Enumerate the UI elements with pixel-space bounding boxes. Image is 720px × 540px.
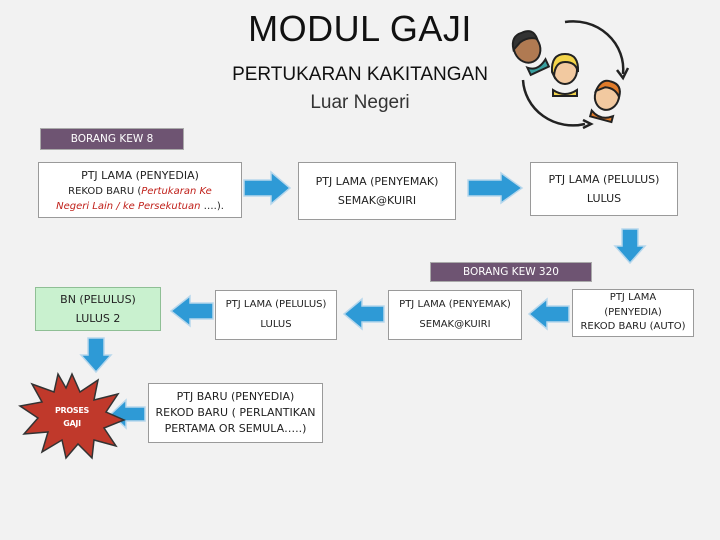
box-ptj-baru-penyedia: PTJ BARU (PENYEDIA) REKOD BARU ( PERLANT… bbox=[148, 383, 323, 443]
box-ptj-lama-penyedia-auto: PTJ LAMA (PENYEDIA) REKOD BARU (AUTO) bbox=[572, 289, 694, 337]
arrow-left-icon bbox=[169, 294, 214, 328]
box-line: SEMAK@KUIRI bbox=[337, 194, 417, 207]
box-line: SEMAK@KUIRI bbox=[419, 319, 491, 330]
page-subtitle: PERTUKARAN KAKITANGAN bbox=[232, 64, 488, 85]
arrow-left-icon bbox=[342, 297, 385, 331]
burst-line: GAJI bbox=[63, 418, 81, 428]
box-line: REKOD BARU (AUTO) bbox=[580, 321, 686, 333]
arrow-left-icon bbox=[527, 297, 570, 331]
tag-borang-kew320: BORANG KEW 320 bbox=[430, 262, 592, 282]
box-line: PERTAMA OR SEMULA…..) bbox=[164, 421, 307, 435]
arrow-down-icon bbox=[79, 337, 113, 374]
box-line: LULUS bbox=[586, 192, 622, 205]
box-line: REKOD BARU ( PERLANTIKAN bbox=[155, 406, 316, 420]
box-line: (PENYEDIA) bbox=[604, 306, 662, 318]
box-line: REKOD BARU (Pertukaran Ke Negeri Lain / … bbox=[56, 186, 224, 212]
box-ptj-lama-penyedia: PTJ LAMA (PENYEDIA) REKOD BARU (Pertukar… bbox=[38, 162, 242, 218]
box-ptj-lama-pelulus: PTJ LAMA (PELULUS) LULUS bbox=[530, 162, 678, 216]
people-exchange-icon bbox=[511, 20, 630, 130]
burst-shape bbox=[18, 371, 126, 460]
arrow-right-icon bbox=[243, 170, 292, 206]
burst-line: PROSES bbox=[54, 406, 89, 415]
box-ptj-lama-pelulus-2: PTJ LAMA (PELULUS) LULUS bbox=[215, 290, 337, 340]
box-line: PTJ LAMA (PELULUS) bbox=[225, 298, 327, 310]
box-line: PTJ LAMA (PENYEDIA) bbox=[81, 168, 199, 182]
box-line: PTJ LAMA (PENYEMAK) bbox=[315, 174, 439, 188]
arrow-down-icon bbox=[613, 228, 647, 265]
box-line: BN (PELULUS) bbox=[60, 292, 136, 306]
box-line: LULUS 2 bbox=[75, 312, 121, 325]
box-line: PTJ LAMA bbox=[609, 292, 657, 304]
page-subtitle-secondary: Luar Negeri bbox=[310, 92, 410, 113]
box-line: PTJ LAMA (PELULUS) bbox=[548, 172, 660, 186]
box-line: PTJ BARU (PENYEDIA) bbox=[176, 390, 295, 404]
tag-borang-kew8: BORANG KEW 8 bbox=[40, 128, 184, 150]
box-line: LULUS bbox=[260, 319, 292, 330]
burst-label: PROSES GAJI bbox=[40, 405, 104, 431]
arrow-right-icon bbox=[467, 171, 524, 205]
box-ptj-lama-penyemak-2: PTJ LAMA (PENYEMAK) SEMAK@KUIRI bbox=[388, 290, 522, 340]
page-title: MODUL GAJI bbox=[248, 8, 472, 49]
box-ptj-lama-penyemak: PTJ LAMA (PENYEMAK) SEMAK@KUIRI bbox=[298, 162, 456, 220]
box-bn-pelulus: BN (PELULUS) LULUS 2 bbox=[35, 287, 161, 331]
box-line: PTJ LAMA (PENYEMAK) bbox=[399, 298, 511, 310]
